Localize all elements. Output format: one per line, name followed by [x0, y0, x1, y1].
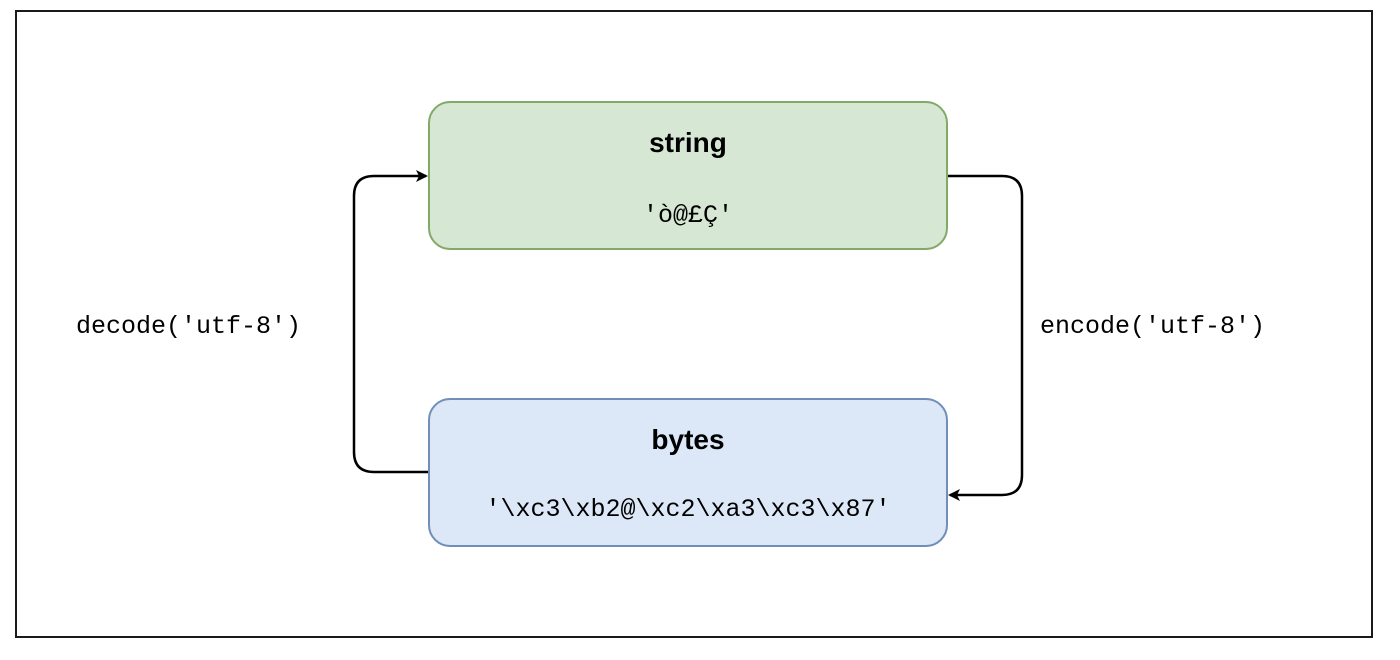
bytes-node-value: '\xc3\xb2@\xc2\xa3\xc3\x87': [485, 495, 891, 524]
diagram-frame: [15, 10, 1373, 638]
decode-label: decode('utf-8'): [76, 312, 302, 341]
bytes-node: bytes '\xc3\xb2@\xc2\xa3\xc3\x87': [428, 398, 948, 547]
string-node: string 'ò@£Ç': [428, 101, 948, 250]
string-node-value: 'ò@£Ç': [642, 201, 733, 230]
string-node-title: string: [649, 127, 727, 158]
bytes-node-title: bytes: [651, 424, 725, 455]
encode-label: encode('utf-8'): [1040, 312, 1266, 341]
